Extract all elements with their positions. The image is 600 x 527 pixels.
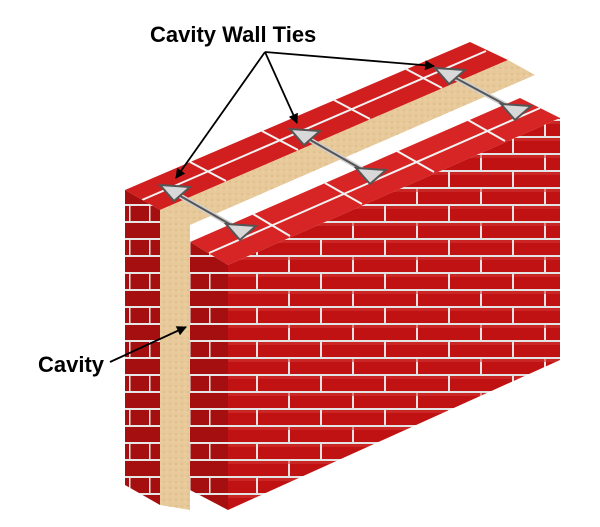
arrow-to-middle-tie	[264, 51, 298, 124]
arrow-to-right-tie	[264, 51, 435, 71]
arrow-to-left-tie	[175, 51, 266, 179]
cavity-end	[160, 210, 190, 510]
cavity-top	[160, 60, 535, 225]
wall-tie-left	[157, 183, 259, 242]
wall-illustration	[125, 42, 560, 510]
cavity-wall-ties-label: Cavity Wall Ties	[150, 22, 316, 47]
arrow-to-cavity	[109, 326, 187, 363]
outer-leaf-front	[228, 118, 560, 510]
wall-ties	[157, 66, 534, 242]
outer-leaf-front-shade	[228, 118, 560, 510]
annotation-arrows	[109, 51, 435, 363]
wall-tie-right	[432, 66, 534, 122]
outer-leaf-end	[190, 242, 228, 510]
cavity-gap	[190, 75, 535, 242]
wall-tie-middle	[287, 127, 389, 186]
cavity-label: Cavity	[38, 352, 105, 377]
inner-leaf-top-joints	[141, 50, 487, 201]
